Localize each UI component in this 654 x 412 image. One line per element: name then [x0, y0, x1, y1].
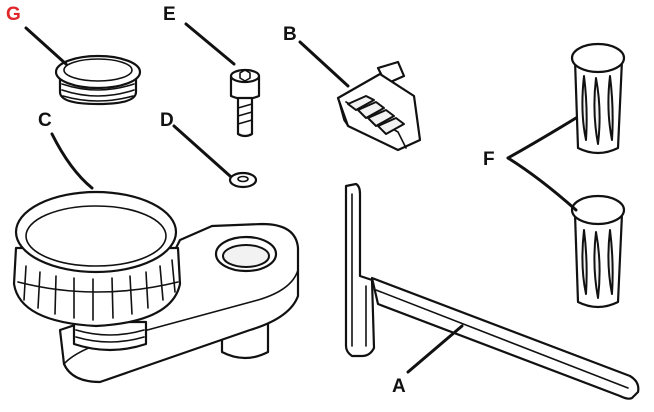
leader-d: [172, 124, 232, 178]
callout-c: C: [38, 110, 52, 131]
leader-g: [24, 26, 68, 66]
callout-g: G: [6, 4, 21, 25]
part-b-connector: [336, 60, 422, 152]
leader-f-upper: [506, 116, 578, 160]
leader-a: [406, 324, 464, 374]
leader-f-lower: [506, 156, 578, 212]
callout-a: A: [392, 376, 406, 397]
leader-e: [184, 22, 236, 66]
part-f-grip-top: [570, 42, 626, 155]
part-d-washer: [228, 171, 258, 189]
callout-d: D: [160, 110, 174, 131]
callout-e: E: [163, 4, 176, 25]
knob-knurl-grooves: [17, 259, 179, 321]
leader-lines: [24, 22, 578, 374]
leader-c: [50, 132, 94, 190]
callout-b: B: [283, 24, 297, 45]
part-g-cap: [54, 54, 142, 106]
part-c-knob-arm: [12, 190, 300, 384]
part-f-grip-bottom: [570, 194, 626, 309]
leader-b: [298, 40, 350, 88]
part-e-screw: [229, 68, 261, 138]
callout-f: F: [483, 149, 495, 170]
part-a-hex-key: [344, 182, 640, 400]
callout-labels: G E B C D F A: [6, 4, 495, 397]
